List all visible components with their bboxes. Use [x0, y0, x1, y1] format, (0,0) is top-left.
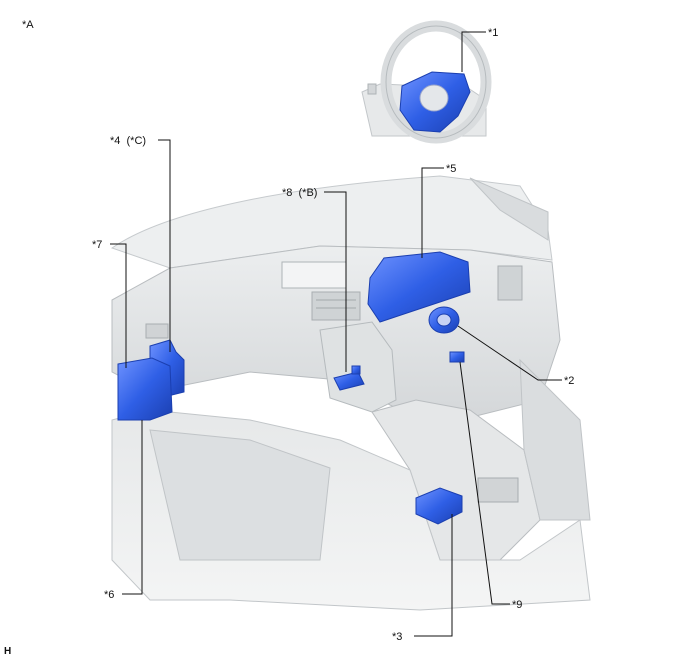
leader-c8	[324, 191, 347, 372]
view-label: *A	[22, 19, 34, 31]
combination-meter-part	[367, 251, 471, 323]
leader-c4	[158, 139, 171, 352]
floor-sensor-part	[415, 487, 463, 525]
leader-c7	[110, 243, 127, 368]
callout-1: *1	[488, 27, 498, 39]
leader-c3	[414, 514, 453, 637]
ecu-lower-part	[117, 357, 173, 421]
callout-3: *3	[392, 631, 402, 643]
center-module-part	[333, 371, 365, 391]
instrument-panel-illustration	[110, 175, 591, 611]
callout-4: *4 (*C)	[110, 135, 146, 147]
leader-c1	[461, 31, 486, 72]
callout-5: *5	[446, 163, 456, 175]
callout-8: *8 (*B)	[282, 187, 317, 199]
leader-c5	[421, 167, 444, 258]
callout-6: *6	[104, 589, 114, 601]
leader-c9	[459, 361, 510, 605]
callout-9: *9	[512, 599, 522, 611]
switch-part	[449, 351, 465, 363]
leader-c6	[122, 420, 143, 595]
steering-wheel-inset	[361, 20, 492, 144]
highlighted-components	[117, 251, 471, 525]
leader-c2	[457, 325, 562, 381]
illustration-code: H	[4, 646, 11, 657]
callout-2: *2	[564, 375, 574, 387]
leader-lines	[110, 31, 562, 637]
callout-7: *7	[92, 239, 102, 251]
